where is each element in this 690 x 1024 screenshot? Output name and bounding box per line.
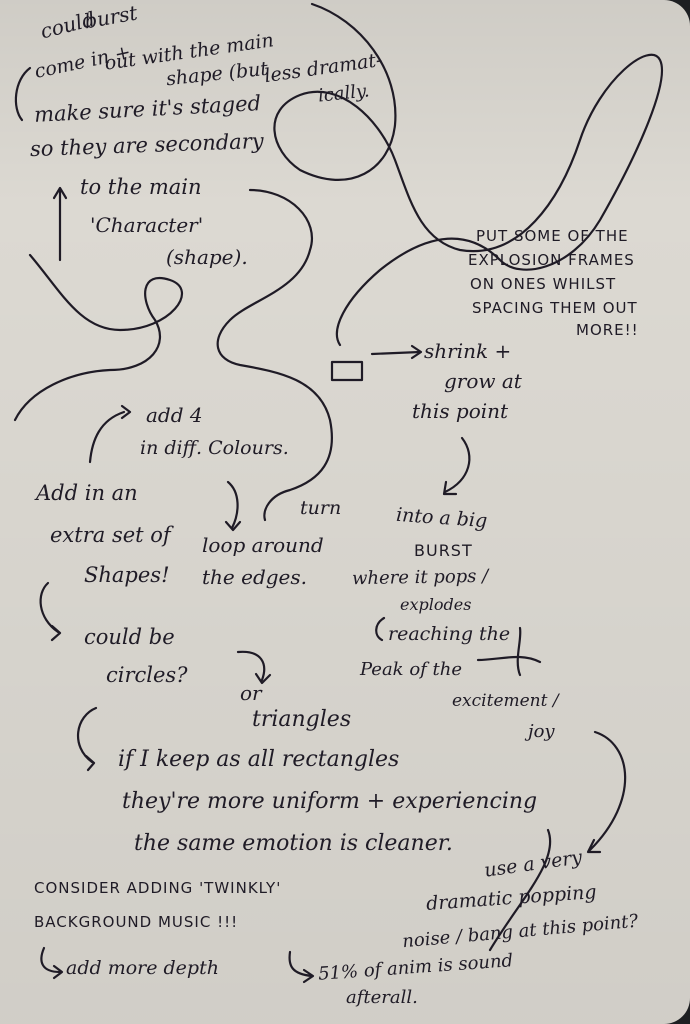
note-explodes: explodes [400,595,472,614]
note-add-4: add 4 [146,403,203,427]
note-circles: circles? [106,663,188,687]
note-where-it-pops: where it pops / [351,565,489,590]
arrow-down-to-loop [226,480,239,530]
note-put-some-4: SPACING THEM OUT [472,299,638,317]
swoop-line-left [13,253,183,422]
note-character: 'Character' [90,213,204,237]
note-shape-paren: (shape). [166,245,248,269]
swoop-line-middle [216,188,333,522]
note-consider-2: BACKGROUND MUSIC !!! [34,913,239,931]
note-or: or [240,681,262,705]
arrow-down-from-this-point [443,436,471,494]
note-the-edges: the edges. [202,565,308,589]
note-burst: BURST [414,541,473,560]
note-same-emotion: the same emotion is cleaner. [134,831,453,856]
note-put-some-1: PUT SOME OF THE [476,227,629,245]
note-in-diff: in diff. Colours. [140,437,289,459]
note-to-the-main: to the main [80,175,202,199]
note-add-in-an: Add in an [36,481,138,505]
note-this-point: this point [412,399,509,423]
note-consider-1: CONSIDER ADDING 'TWINKLY' [34,879,282,897]
note-shapes: Shapes! [84,563,170,587]
note-if-i-keep: if I keep as all rectangles [118,747,400,772]
note-grow-at: grow at [444,369,522,393]
note-add-more-depth: add more depth [66,957,219,979]
note-peak-of-the: Peak of the [360,659,463,680]
note-shrink: shrink + [424,339,512,363]
note-theyre-more: they're more uniform + experiencing [122,789,538,814]
arrow-to-shrink [370,350,422,356]
note-joy: joy [528,721,555,742]
note-put-some-5: MORE!! [576,321,639,339]
note-excitement: excitement / [452,691,559,711]
note-triangles: triangles [252,707,352,732]
note-afterall: afterall. [346,987,418,1008]
note-reaching-the: reaching the [388,623,511,645]
note-turn: turn [300,497,342,519]
note-put-some-2: EXPLOSION FRAMES [468,251,635,269]
note-extra-set: extra set of [50,523,171,547]
note-put-some-3: ON ONES WHILST [470,275,617,293]
note-could-be: could be [84,625,175,649]
spiral-doodle-top [273,2,664,347]
arrow-curve-top-left [14,66,32,122]
note-loop-around: loop around [202,533,324,557]
small-rectangle [330,360,364,382]
